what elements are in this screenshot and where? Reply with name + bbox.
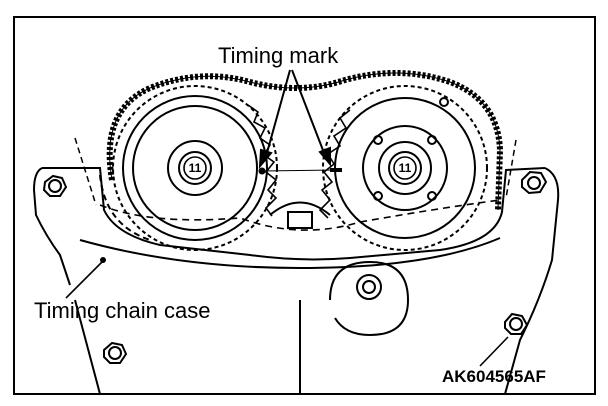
case-bolt-upper-left xyxy=(42,174,68,197)
timing-mark-alignment-line xyxy=(261,169,337,172)
left-sprocket-bolt: 11 xyxy=(178,151,212,185)
case-bolt-lower-left xyxy=(103,341,128,364)
left-bolt-number: 11 xyxy=(189,161,202,175)
right-camshaft-sprocket xyxy=(322,85,488,251)
center-hub xyxy=(269,201,331,229)
figure-code-leader xyxy=(479,336,509,367)
timing-chain-case-label: Timing chain case xyxy=(34,298,210,323)
timing-mark-arrows xyxy=(258,69,331,169)
right-sprocket-bolt: 11 xyxy=(388,151,422,185)
right-gear-teeth xyxy=(318,109,351,219)
case-bolt-upper-right xyxy=(521,170,548,195)
case-bolt-center xyxy=(329,260,410,337)
left-guide-dashed xyxy=(74,137,97,206)
left-camshaft-sprocket xyxy=(112,85,278,251)
figure-frame xyxy=(13,16,596,395)
right-bolt-number: 11 xyxy=(399,161,412,175)
timing-chain-case xyxy=(32,167,560,395)
figure-code-label: AK604565AF xyxy=(442,367,546,386)
timing-mark-label: Timing mark xyxy=(218,43,339,68)
left-gear-teeth xyxy=(247,104,278,217)
case-bolt-lower-right xyxy=(504,312,529,335)
timing-chain-case-leader xyxy=(65,257,106,299)
